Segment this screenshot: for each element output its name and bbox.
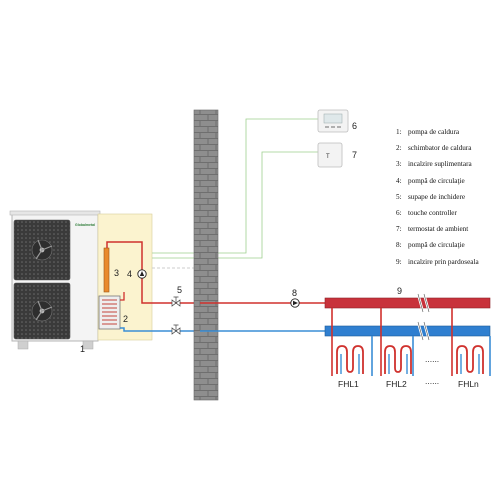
label-backup-heater: 3 (114, 268, 119, 278)
legend-item: 1: pompa de caldura (396, 124, 500, 140)
label-heat-pump-circulator: 4 (127, 269, 132, 279)
fan-icon (31, 300, 53, 322)
legend-text: pompă de circulaţie (408, 176, 465, 185)
legend-text: pompă de circulaţie (408, 241, 465, 250)
heat-exchanger (98, 295, 121, 330)
label-circulation-pump: 8 (292, 288, 297, 298)
legend-number: 1: (396, 128, 402, 136)
legend-number: 2: (396, 144, 402, 153)
circulation-pump-icon (290, 298, 300, 308)
shut-off-valve-icon (171, 324, 181, 335)
legend-number: 6: (396, 208, 402, 217)
legend-number: 8: (396, 241, 402, 250)
legend-number: 7: (396, 225, 402, 234)
legend-text: incalzire suplimentara (408, 160, 472, 169)
loop-label-fhln: FHLn (458, 379, 479, 389)
legend-item: 4: pompă de circulaţie (396, 173, 500, 189)
legend-text: schimbator de caldura (408, 144, 472, 153)
legend-item: 8: pompă de circulaţie (396, 237, 500, 253)
legend-item: 9: incalzire prin pardoseala (396, 254, 500, 270)
heat-pump-unit: Globalmetal (9, 210, 101, 350)
floor-heating-loop (380, 308, 414, 376)
label-touch-controller: 6 (352, 121, 357, 131)
legend-item: 2: schimbator de caldura (396, 140, 500, 156)
fan-icon (31, 239, 53, 261)
floor-heating-manifold (324, 293, 491, 341)
legend-text: termostat de ambient (408, 225, 469, 234)
legend-item: 7: termostat de ambient (396, 221, 500, 237)
legend-text: touche controller (408, 208, 457, 217)
brand-logo: Globalmetal (75, 223, 95, 227)
legend-text: supape de inchidere (408, 192, 466, 201)
legend-list: 1: pompa de caldura 2: schimbator de caldu… (396, 124, 500, 270)
thermostat-symbol: T (326, 154, 330, 160)
label-heat-pump: 1 (80, 344, 85, 354)
backup-heater (103, 247, 110, 293)
legend-number: 3: (396, 160, 402, 169)
floor-heating-loop (331, 308, 373, 376)
ellipsis-dots: ...... (425, 376, 439, 386)
loop-label-fhl2: FHL2 (386, 379, 407, 389)
legend-item: 5: supape de inchidere (396, 189, 500, 205)
label-shut-off-valve: 5 (177, 285, 182, 295)
heat-pump-circulator-icon (137, 269, 147, 279)
legend-number: 9: (396, 257, 402, 266)
legend-number: 5: (396, 192, 402, 201)
legend-text: pompa de caldura (408, 128, 460, 136)
room-thermostat-icon: T (317, 142, 343, 168)
legend-item: 3: incalzire suplimentara (396, 156, 500, 172)
loop-label-fhl1: FHL1 (338, 379, 359, 389)
label-room-thermostat: 7 (352, 150, 357, 160)
label-heat-exchanger: 2 (123, 314, 128, 324)
legend-item: 6: touche controller (396, 205, 500, 221)
touch-controller-icon (317, 109, 349, 133)
legend-number: 4: (396, 176, 402, 185)
ellipsis-dots: ...... (425, 354, 439, 364)
legend-text: incalzire prin pardoseala (408, 257, 479, 266)
label-floor-heating: 9 (397, 286, 402, 296)
floor-heating-loop (451, 308, 491, 376)
shut-off-valve-icon (171, 296, 181, 307)
brick-wall (193, 109, 219, 401)
